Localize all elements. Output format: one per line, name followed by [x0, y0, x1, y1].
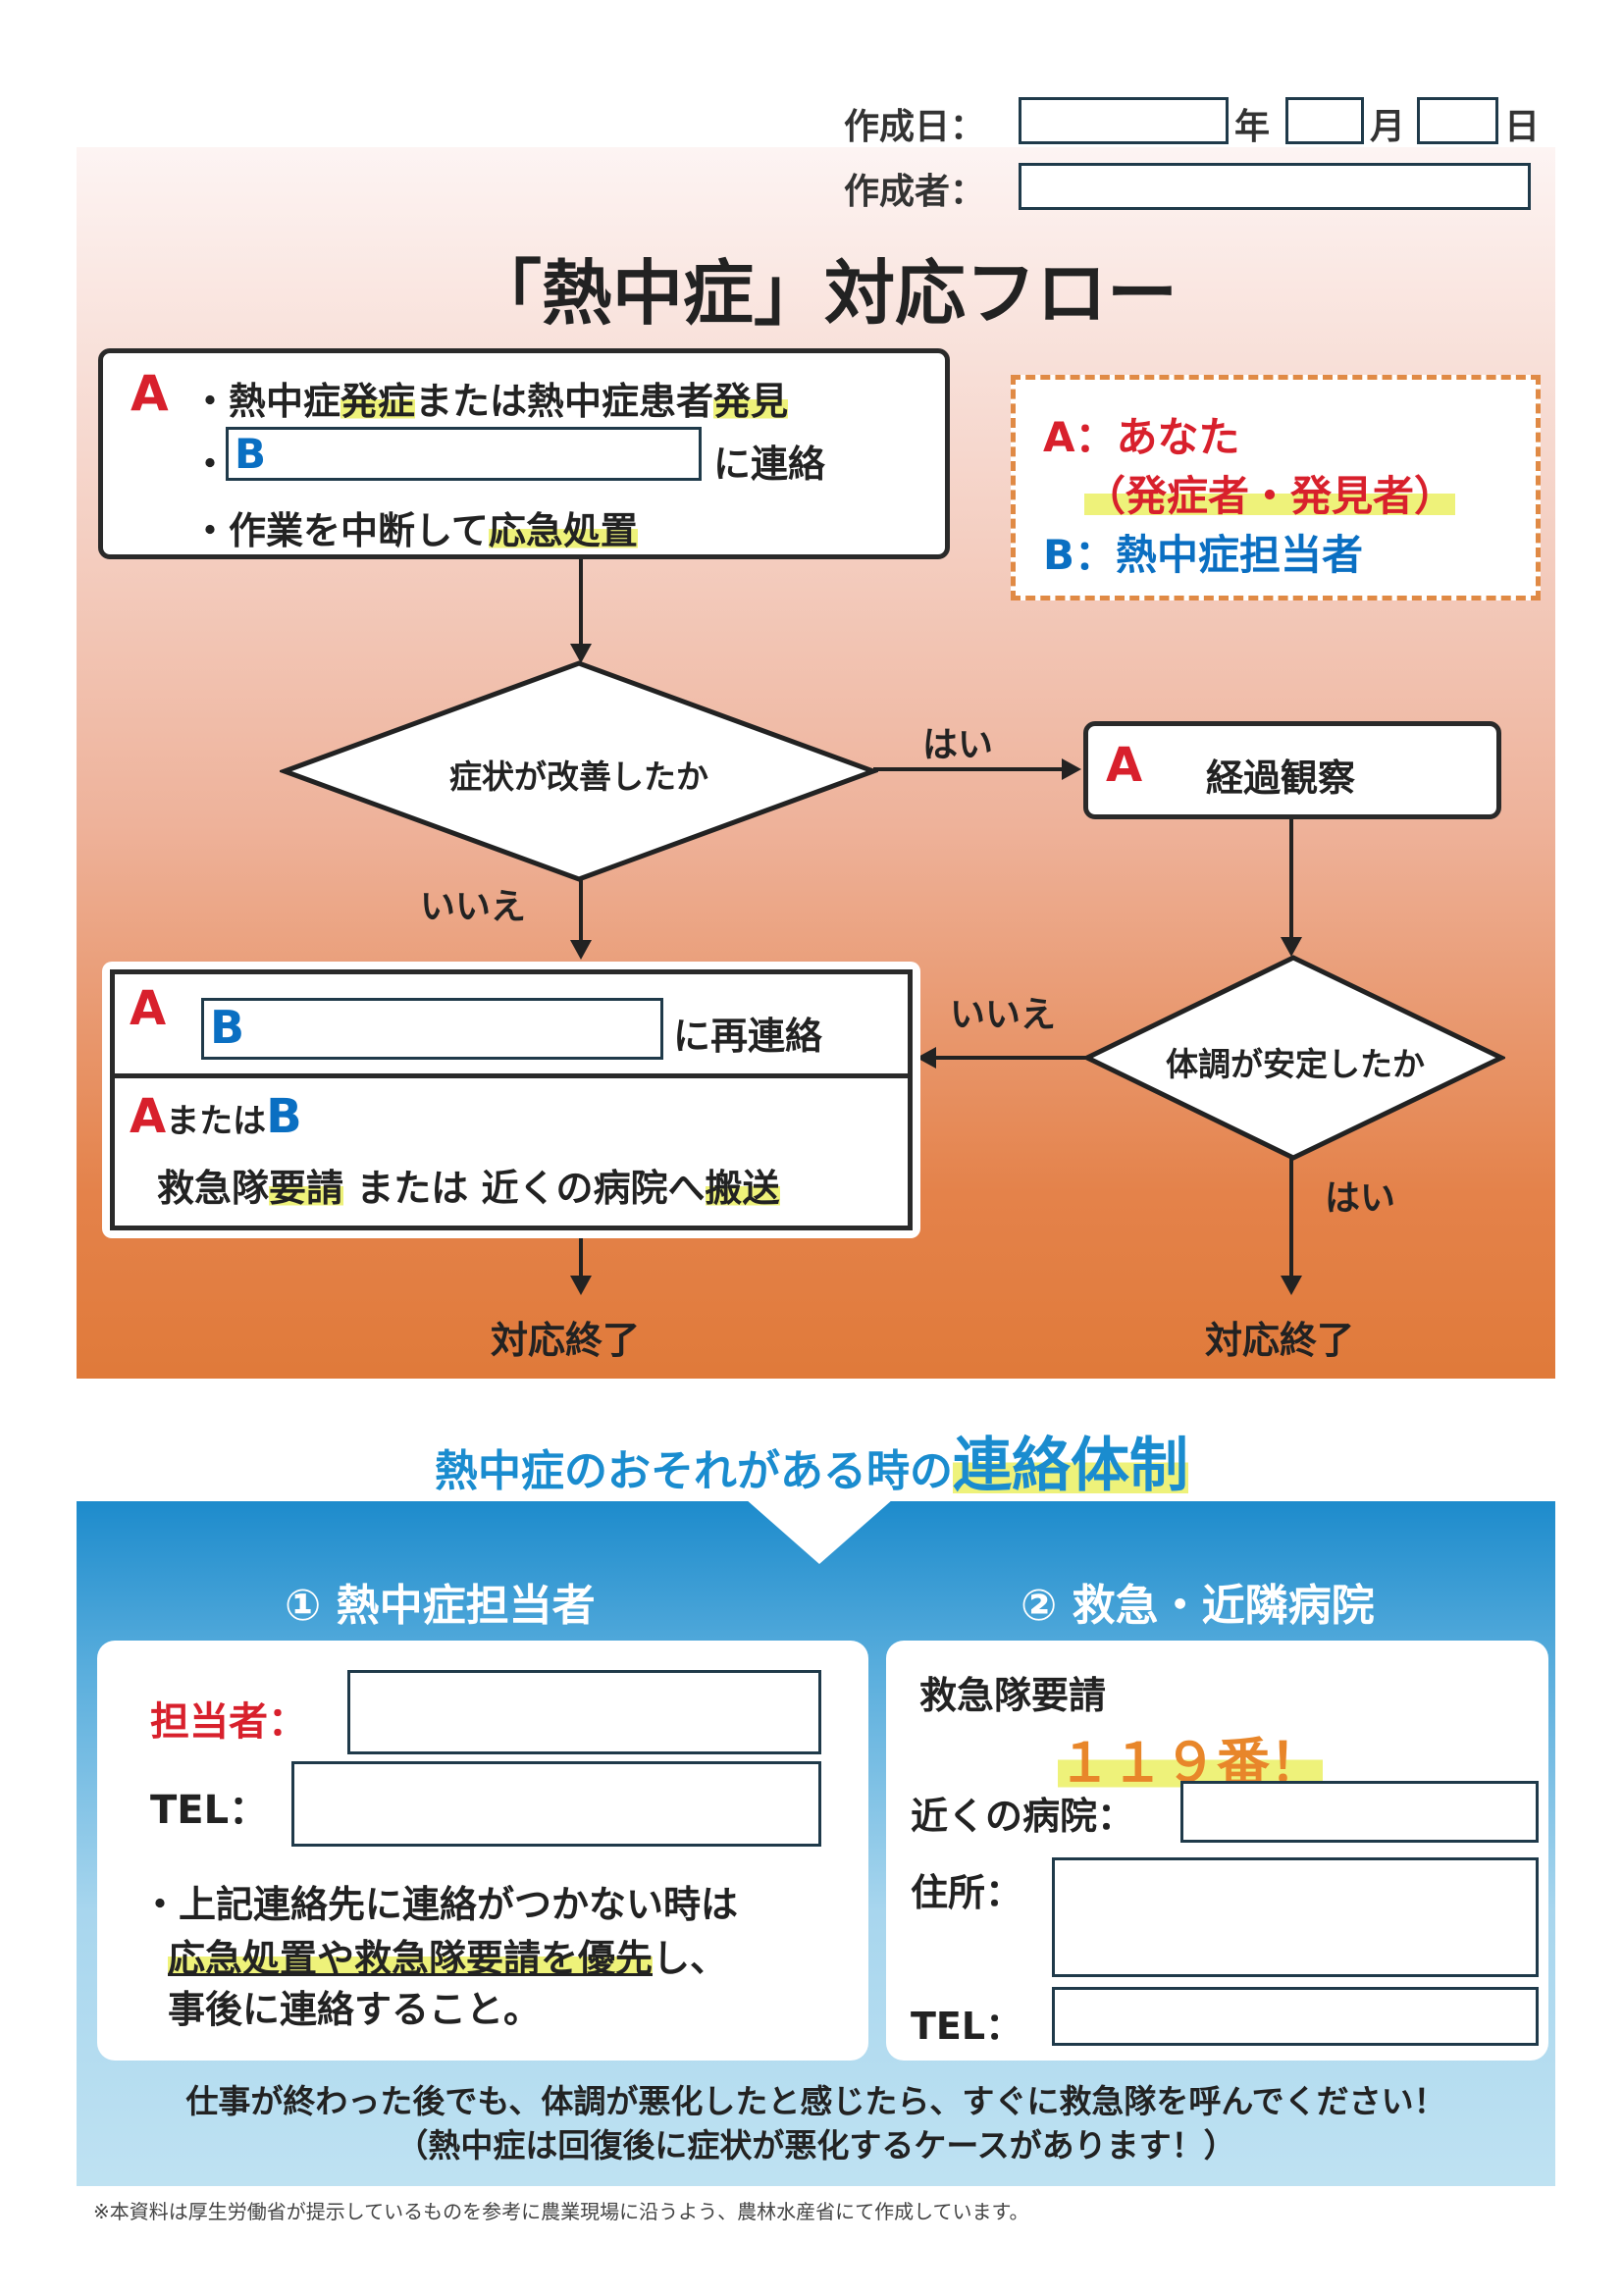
- note-line-2: 応急処置や救急隊要請を優先し、: [168, 1937, 728, 1980]
- legend-box: A：あなた （発症者・発見者） B：熱中症担当者: [1011, 375, 1541, 600]
- arrow-head: [1281, 1276, 1302, 1295]
- actor-b: B: [235, 430, 267, 478]
- decision-1-text: 症状が改善したか: [449, 757, 708, 796]
- emergency-text: 救急隊要請 または 近くの病院へ搬送: [157, 1167, 780, 1210]
- yes-label-1: はい: [922, 725, 994, 765]
- arrow: [873, 767, 1065, 771]
- arrow: [579, 879, 583, 944]
- arrow: [932, 1056, 1087, 1060]
- address-field[interactable]: [1052, 1857, 1539, 1977]
- decision-diamond-2: [1083, 955, 1505, 1161]
- hospital-label: 近くの病院：: [911, 1795, 1135, 1838]
- page-title: 「熱中症」対応フロー: [470, 252, 1178, 335]
- note-line-3: 事後に連絡すること。: [168, 1988, 542, 2031]
- manager-tel-label: TEL：: [150, 1788, 269, 1833]
- year-field[interactable]: [1019, 97, 1229, 144]
- divider: [110, 1073, 913, 1078]
- end-label-1: 対応終了: [491, 1319, 641, 1362]
- manager-card: 担当者： TEL： ・上記連絡先に連絡がつかない時は 応急処置や救急隊要請を優先…: [97, 1641, 868, 2061]
- arrow-head: [916, 1047, 936, 1069]
- yes-label-2: はい: [1325, 1178, 1396, 1219]
- manager-field[interactable]: [347, 1670, 821, 1754]
- manager-tel-field[interactable]: [291, 1761, 821, 1847]
- left-header: ① 熱中症担当者: [285, 1581, 596, 1631]
- legend-b: B：熱中症担当者: [1043, 531, 1364, 579]
- warning-line-1: 仕事が終わった後でも、体調が悪化したと感じたら、すぐに救急隊を呼んでください！: [185, 2082, 1446, 2120]
- notch: [746, 1499, 893, 1564]
- arrow-head: [570, 940, 592, 960]
- warning-line-2: （熱中症は回復後に症状が悪化するケースがあります！）: [395, 2126, 1236, 2165]
- initial-action-box: A ・熱中症発症または熱中症患者発見 ・ B に連絡 ・作業を中断して応急処置: [98, 348, 950, 559]
- day-label: 日: [1504, 107, 1541, 147]
- arrow: [1289, 819, 1293, 942]
- a-or-b: AまたはB: [130, 1089, 302, 1144]
- observe-box: A 経過観察: [1083, 721, 1501, 819]
- month-field[interactable]: [1285, 97, 1364, 144]
- arrow-head: [570, 1276, 592, 1295]
- year-label: 年: [1234, 107, 1271, 147]
- author-label: 作成者：: [844, 172, 986, 212]
- manager-label: 担当者：: [150, 1699, 307, 1745]
- arrow-head: [1281, 937, 1302, 957]
- arrow: [579, 1238, 583, 1279]
- arrow: [579, 559, 583, 648]
- contact-title: 熱中症のおそれがある時の連絡体制: [435, 1432, 1188, 1500]
- no-label-2: いいえ: [950, 995, 1057, 1035]
- actor-a: A: [130, 981, 167, 1036]
- note-line-1: ・上記連絡先に連絡がつかない時は: [141, 1883, 739, 1926]
- date-label: 作成日：: [844, 107, 986, 147]
- recontact-text: に再連絡: [673, 1015, 823, 1058]
- hospital-tel-field[interactable]: [1052, 1987, 1539, 2046]
- actor-a: A: [131, 365, 169, 422]
- day-field[interactable]: [1417, 97, 1498, 144]
- arrow-head: [1062, 758, 1081, 780]
- contact-text: に連絡: [713, 443, 826, 486]
- end-label-2: 対応終了: [1205, 1319, 1355, 1362]
- no-label-1: いいえ: [420, 887, 527, 927]
- step-detect: ・熱中症発症または熱中症患者発見: [191, 380, 789, 423]
- arrow-head: [570, 644, 592, 663]
- step-first-aid: ・作業を中断して応急処置: [191, 509, 638, 552]
- decision-diamond-1: [280, 660, 878, 882]
- actor-b: B: [210, 1001, 245, 1054]
- recontact-b-field[interactable]: B: [201, 998, 663, 1060]
- address-label: 住所：: [911, 1871, 1023, 1914]
- escalation-box: A B に再連絡 AまたはB 救急隊要請 または 近くの病院へ搬送: [102, 962, 920, 1238]
- actor-a: A: [1106, 738, 1143, 793]
- observe-text: 経過観察: [1206, 757, 1356, 800]
- legend-a: A：あなた: [1043, 413, 1240, 461]
- arrow: [1289, 1158, 1293, 1279]
- contact-b-field[interactable]: B: [226, 427, 702, 481]
- author-field[interactable]: [1019, 163, 1531, 210]
- month-label: 月: [1370, 107, 1406, 147]
- hospital-field[interactable]: [1180, 1781, 1539, 1843]
- ambulance-label: 救急隊要請: [919, 1674, 1107, 1717]
- escalation-frame: [110, 969, 913, 1230]
- right-header: ② 救急・近隣病院: [1021, 1581, 1375, 1631]
- decision-2-text: 体調が安定したか: [1166, 1045, 1425, 1083]
- legend-a-sub: （発症者・発見者）: [1084, 472, 1456, 520]
- bullet: ・: [191, 443, 230, 486]
- footnote: ※本資料は厚生労働省が提示しているものを参考に農業現場に沿うよう、農林水産省にて…: [93, 2200, 1029, 2223]
- hospital-tel-label: TEL：: [911, 2005, 1023, 2048]
- emergency-card: 救急隊要請 １１９番！ 近くの病院： 住所： TEL：: [886, 1641, 1548, 2061]
